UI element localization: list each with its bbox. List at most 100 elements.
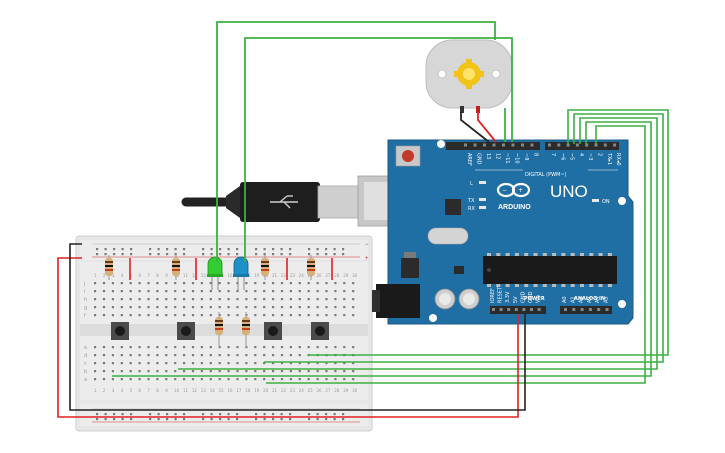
terminal-hole[interactable]	[272, 282, 275, 285]
rail-hole[interactable]	[272, 253, 275, 256]
terminal-hole[interactable]	[280, 306, 284, 309]
terminal-hole[interactable]	[156, 282, 159, 285]
terminal-hole[interactable]	[352, 290, 355, 293]
terminal-hole[interactable]	[254, 306, 257, 309]
rail-hole[interactable]	[236, 418, 239, 421]
terminal-hole[interactable]	[263, 290, 266, 293]
terminal-hole[interactable]	[316, 314, 319, 317]
terminal-hole[interactable]	[94, 282, 97, 285]
terminal-hole[interactable]	[200, 298, 203, 301]
terminal-hole[interactable]	[263, 370, 266, 373]
terminal-hole[interactable]	[334, 378, 337, 381]
terminal-hole[interactable]	[325, 314, 328, 317]
terminal-hole[interactable]	[218, 370, 221, 373]
terminal-hole[interactable]	[236, 290, 239, 293]
terminal-hole[interactable]	[174, 354, 177, 357]
rail-hole[interactable]	[157, 248, 160, 251]
header-pin[interactable]	[557, 143, 561, 147]
rail-hole[interactable]	[166, 418, 169, 421]
header-pin[interactable]	[566, 143, 570, 147]
terminal-hole[interactable]	[272, 306, 275, 309]
terminal-hole[interactable]	[129, 282, 132, 285]
rail-hole[interactable]	[227, 418, 230, 421]
terminal-hole[interactable]	[307, 298, 310, 301]
terminal-hole[interactable]	[289, 306, 292, 309]
rail-hole[interactable]	[325, 413, 328, 416]
terminal-hole[interactable]	[120, 370, 123, 373]
rail-hole[interactable]	[227, 248, 230, 251]
terminal-hole[interactable]	[129, 314, 132, 317]
rail-hole[interactable]	[104, 253, 107, 256]
terminal-hole[interactable]	[254, 290, 257, 293]
rail-hole[interactable]	[289, 248, 292, 251]
terminal-hole[interactable]	[165, 298, 168, 301]
terminal-hole[interactable]	[165, 314, 168, 317]
rail-hole[interactable]	[342, 248, 345, 251]
terminal-hole[interactable]	[120, 354, 123, 357]
terminal-hole[interactable]	[254, 346, 257, 349]
terminal-hole[interactable]	[156, 298, 159, 301]
header-pin[interactable]	[492, 308, 495, 311]
terminal-hole[interactable]	[307, 306, 310, 309]
terminal-hole[interactable]	[209, 346, 212, 349]
terminal-hole[interactable]	[102, 346, 106, 349]
terminal-hole[interactable]	[272, 378, 275, 381]
terminal-hole[interactable]	[298, 290, 301, 293]
terminal-hole[interactable]	[209, 290, 212, 293]
rail-hole[interactable]	[236, 248, 239, 251]
terminal-hole[interactable]	[236, 378, 239, 381]
terminal-hole[interactable]	[102, 314, 106, 317]
header-pin[interactable]	[530, 308, 533, 311]
terminal-hole[interactable]	[298, 362, 301, 365]
rail-hole[interactable]	[174, 248, 177, 251]
terminal-hole[interactable]	[209, 314, 212, 317]
terminal-hole[interactable]	[298, 298, 301, 301]
terminal-hole[interactable]	[183, 378, 186, 381]
header-pin[interactable]	[548, 143, 551, 147]
terminal-hole[interactable]	[334, 314, 337, 317]
rail-hole[interactable]	[325, 418, 328, 421]
terminal-hole[interactable]	[102, 298, 106, 301]
terminal-hole[interactable]	[325, 346, 328, 349]
terminal-hole[interactable]	[307, 290, 310, 293]
rail-hole[interactable]	[280, 248, 283, 251]
terminal-hole[interactable]	[120, 298, 123, 301]
terminal-hole[interactable]	[183, 346, 186, 349]
header-pin[interactable]	[575, 143, 579, 147]
terminal-hole[interactable]	[174, 306, 177, 309]
header-pin[interactable]	[483, 143, 486, 147]
terminal-hole[interactable]	[263, 354, 266, 357]
rail-hole[interactable]	[272, 418, 275, 421]
terminal-hole[interactable]	[343, 290, 346, 293]
terminal-hole[interactable]	[174, 282, 177, 285]
terminal-hole[interactable]	[191, 282, 195, 285]
terminal-hole[interactable]	[352, 298, 355, 301]
terminal-hole[interactable]	[325, 282, 328, 285]
terminal-hole[interactable]	[191, 346, 195, 349]
terminal-hole[interactable]	[272, 298, 275, 301]
terminal-hole[interactable]	[307, 346, 310, 349]
rail-hole[interactable]	[263, 248, 266, 251]
terminal-hole[interactable]	[263, 306, 266, 309]
rail-hole[interactable]	[272, 413, 275, 416]
header-pin[interactable]	[514, 308, 518, 311]
terminal-hole[interactable]	[334, 290, 337, 293]
terminal-hole[interactable]	[200, 314, 203, 317]
terminal-hole[interactable]	[120, 290, 123, 293]
rail-hole[interactable]	[183, 253, 186, 256]
header-pin[interactable]	[603, 143, 607, 147]
rail-hole[interactable]	[289, 253, 292, 256]
header-pin[interactable]	[464, 143, 467, 147]
terminal-hole[interactable]	[111, 354, 114, 357]
terminal-hole[interactable]	[183, 354, 186, 357]
rail-hole[interactable]	[280, 418, 283, 421]
rail-hole[interactable]	[121, 248, 124, 251]
terminal-hole[interactable]	[352, 362, 355, 365]
terminal-hole[interactable]	[102, 306, 106, 309]
terminal-hole[interactable]	[209, 298, 212, 301]
terminal-hole[interactable]	[343, 370, 346, 373]
rail-hole[interactable]	[236, 253, 239, 256]
rail-hole[interactable]	[174, 253, 177, 256]
terminal-hole[interactable]	[280, 290, 284, 293]
rail-hole[interactable]	[280, 413, 283, 416]
